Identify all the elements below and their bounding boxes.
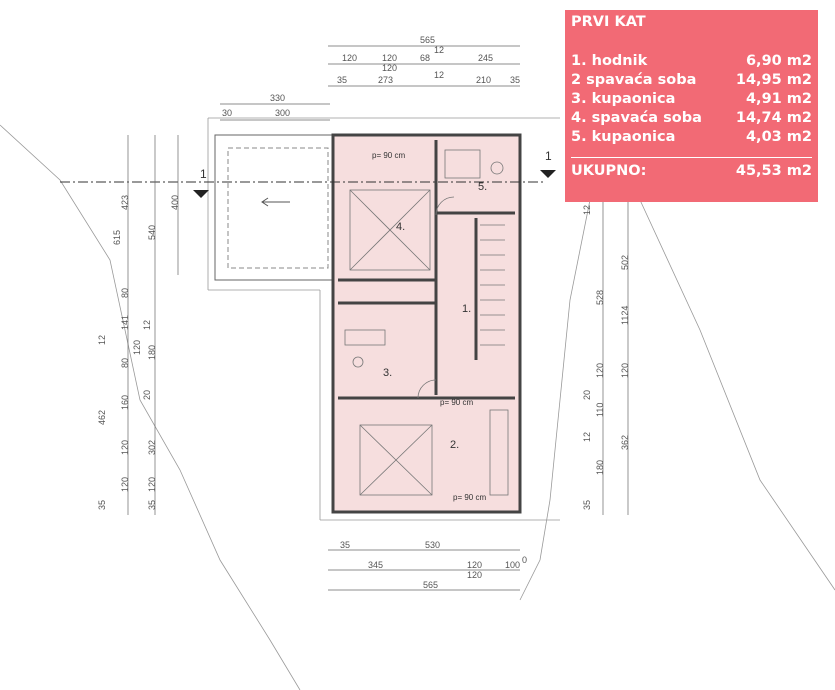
room-area: 14,95 m2: [735, 72, 812, 88]
dimension-label: 462: [97, 410, 107, 425]
door-label: p= 90 cm: [440, 398, 473, 407]
dimension-label: 120: [382, 53, 397, 63]
room-area: 6,90 m2: [745, 53, 812, 69]
door-label: p= 90 cm: [453, 493, 486, 502]
dimension-label: 160: [120, 395, 130, 410]
dimension-label: 530: [425, 540, 440, 550]
dimension-label: 400: [170, 195, 180, 210]
dimension-label: 210: [476, 75, 491, 85]
section-label: 1: [200, 167, 207, 181]
dimension-label: 141: [120, 315, 130, 330]
dimension-label: 120: [595, 363, 605, 378]
dimension-label: 12: [582, 432, 592, 442]
total-label: UKUPNO:: [571, 163, 647, 179]
dimension-label: 120: [120, 477, 130, 492]
dimension-label: 273: [378, 75, 393, 85]
dimension-label: 30: [222, 108, 232, 118]
room-label: 2.: [450, 439, 459, 451]
room-name: 2 spavaća soba: [571, 72, 697, 88]
dimension-label: 502: [620, 255, 630, 270]
terrace: [214, 134, 334, 281]
dimension-label: 180: [595, 460, 605, 475]
dimension-label: 362: [620, 435, 630, 450]
legend-row: 2 spavaća soba 14,95 m2: [571, 71, 812, 90]
building: [60, 133, 556, 514]
legend-row: 1. hodnik 6,90 m2: [571, 52, 812, 71]
dimension-label: 300: [275, 108, 290, 118]
dimension-label: 345: [368, 560, 383, 570]
dimension-label: 528: [595, 290, 605, 305]
room-name: 4. spavaća soba: [571, 110, 702, 126]
dimension-label: 120: [467, 570, 482, 580]
dimension-label: 35: [340, 540, 350, 550]
dimension-label: 120: [132, 340, 142, 355]
dimension-label: 35: [97, 500, 107, 510]
total-area: 45,53 m2: [735, 163, 812, 179]
dimension-label: 68: [420, 53, 430, 63]
dimension-label: 302: [147, 440, 157, 455]
dimension-label: 20: [582, 390, 592, 400]
terrain-lines: [0, 117, 835, 690]
room-label: 5.: [478, 181, 487, 193]
dimension-label: 120: [620, 363, 630, 378]
dimension-label: 615: [112, 230, 122, 245]
dimension-label: 120: [342, 53, 357, 63]
dimension-label: 35: [582, 500, 592, 510]
legend-title: PRVI KAT: [571, 14, 646, 30]
dimension-label: 35: [337, 75, 347, 85]
dimension-label: 245: [478, 53, 493, 63]
dimension-label: 80: [120, 288, 130, 298]
dimension-label: 565: [420, 35, 435, 45]
legend-row: 4. spavaća soba 14,74 m2: [571, 109, 812, 128]
room-label: 4.: [396, 221, 405, 233]
dimension-label: 12: [582, 205, 592, 215]
room-labels: 1. 2. 3. 4. 5. p= 90 cm p= 90 cm p= 90 c…: [200, 149, 552, 502]
dimension-label: 120: [147, 477, 157, 492]
dimension-label: 1124: [620, 306, 630, 325]
dimension-label: 540: [147, 225, 157, 240]
dimension-label: 565: [423, 580, 438, 590]
divider: [571, 157, 812, 158]
legend-row: 5. kupaonica 4,03 m2: [571, 128, 812, 147]
dimension-label: 12: [142, 320, 152, 330]
dimension-label: 0: [522, 555, 527, 565]
dimension-label: 35: [510, 75, 520, 85]
dimension-label: 330: [270, 93, 285, 103]
section-marker-icon: [193, 190, 209, 198]
room-name: 3. kupaonica: [571, 91, 676, 107]
room-area: 14,74 m2: [735, 110, 812, 126]
section-marker-icon: [540, 170, 556, 178]
door-label: p= 90 cm: [372, 151, 405, 160]
dimension-label: 12: [97, 335, 107, 345]
dimension-label: 423: [120, 195, 130, 210]
dimension-label: 80: [120, 358, 130, 368]
dimension-label: 180: [147, 345, 157, 360]
dimension-label: 12: [434, 45, 444, 55]
room-label: 3.: [383, 367, 392, 379]
room-area: 4,03 m2: [745, 129, 812, 145]
dimension-label: 120: [467, 560, 482, 570]
dimension-label: 20: [142, 390, 152, 400]
dimension-label: 35: [147, 500, 157, 510]
dimension-label: 120: [382, 63, 397, 73]
dimension-label: 100: [505, 560, 520, 570]
section-label: 1: [545, 149, 552, 163]
room-area: 4,91 m2: [745, 91, 812, 107]
room-name: 1. hodnik: [571, 53, 648, 69]
legend-row: 3. kupaonica 4,91 m2: [571, 90, 812, 109]
room-label: 1.: [462, 303, 471, 315]
room-name: 5. kupaonica: [571, 129, 676, 145]
dimension-label: 12: [434, 70, 444, 80]
dimension-lines: [127, 45, 629, 591]
dimension-label: 110: [595, 403, 605, 417]
dimension-label: 120: [120, 440, 130, 455]
